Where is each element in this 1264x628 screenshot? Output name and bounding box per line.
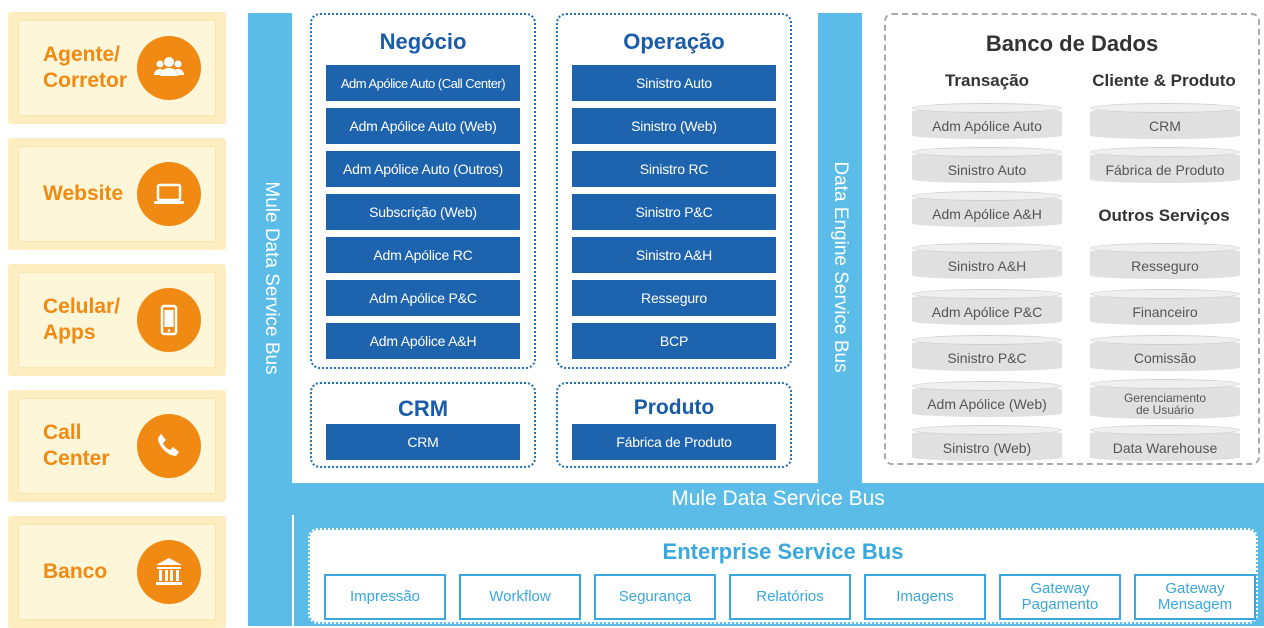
channel-agente-corretor: Agente/ Corretor xyxy=(8,12,226,124)
outros-servicos-title: Outros Serviços xyxy=(1098,206,1230,225)
bus-label: Data Engine Service Bus xyxy=(830,161,851,373)
mule-data-service-bus-vertical: Mule Data Service Bus xyxy=(248,13,292,626)
module-operacao: Operação Sinistro Auto Sinistro (Web) Si… xyxy=(556,13,792,369)
module-item: Subscrição (Web) xyxy=(326,194,520,230)
channel-label: Agente/ Corretor xyxy=(43,42,128,92)
module-produto: Produto Fábrica de Produto xyxy=(556,382,792,468)
module-item: Adm Apólice Auto (Outros) xyxy=(326,151,520,187)
module-negocio: Negócio Adm Apólice Auto (Call Center) A… xyxy=(310,13,536,369)
module-title: Produto xyxy=(633,396,715,419)
module-item: Sinistro RC xyxy=(572,151,776,187)
database-cylinder: CRM xyxy=(1090,103,1240,139)
database-cylinder: Sinistro Auto xyxy=(912,147,1062,183)
channel-label: Banco xyxy=(43,559,108,583)
database-cylinder: Adm Apólice (Web) xyxy=(912,381,1062,417)
module-crm: CRM CRM xyxy=(310,382,536,468)
module-item: Adm Apólice P&C xyxy=(326,280,520,316)
database-cylinder: Resseguro xyxy=(1090,243,1240,279)
module-item: Adm Apólice RC xyxy=(326,237,520,273)
channel-website: Website xyxy=(8,138,226,250)
module-item: Resseguro xyxy=(572,280,776,316)
module-item: Adm Apólice Auto (Call Center) xyxy=(326,65,520,101)
transacao-title: Transação xyxy=(944,71,1030,90)
phone-icon xyxy=(137,414,201,478)
smartphone-icon xyxy=(137,288,201,352)
esb-item-imagens: Imagens xyxy=(864,574,986,620)
esb-item-seguranca: Segurança xyxy=(594,574,716,620)
module-item: Adm Apólice A&H xyxy=(326,323,520,359)
module-item: Sinistro Auto xyxy=(572,65,776,101)
module-item: Sinistro P&C xyxy=(572,194,776,230)
database-cylinder: Fábrica de Produto xyxy=(1090,147,1240,183)
module-item: Adm Apólice Auto (Web) xyxy=(326,108,520,144)
esb-item-relatorios: Relatórios xyxy=(729,574,851,620)
database-cylinder: Sinistro A&H xyxy=(912,243,1062,279)
module-item: BCP xyxy=(572,323,776,359)
bus-label: Mule Data Service Bus xyxy=(261,181,282,375)
channel-call-center: Call Center xyxy=(8,390,226,502)
enterprise-service-bus: Enterprise Service Bus Impressão Workflo… xyxy=(308,528,1258,624)
esb-item-impressao: Impressão xyxy=(324,574,446,620)
database-cylinder: Gerenciamento de Usuário xyxy=(1090,379,1240,419)
database-area: Banco de Dados Transação Cliente & Produ… xyxy=(884,13,1260,465)
bus-label: Mule Data Service Bus xyxy=(671,487,885,510)
module-item: Sinistro (Web) xyxy=(572,108,776,144)
database-cylinder: Adm Apólice P&C xyxy=(912,289,1062,325)
esb-item-gateway-mensagem: Gateway Mensagem xyxy=(1134,574,1256,620)
database-cylinder: Financeiro xyxy=(1090,289,1240,325)
module-title: Negócio xyxy=(379,29,467,54)
channel-celular-apps: Celular/ Apps xyxy=(8,264,226,376)
module-title: CRM xyxy=(397,396,449,421)
database-cylinder: Adm Apólice Auto xyxy=(912,103,1062,139)
cliente-produto-title: Cliente & Produto xyxy=(1092,71,1236,90)
database-cylinder: Comissão xyxy=(1090,335,1240,371)
esb-item-gateway-pagamento: Gateway Pagamento xyxy=(999,574,1121,620)
channel-banco: Banco xyxy=(8,516,226,628)
database-cylinder: Data Warehouse xyxy=(1090,425,1240,461)
module-title: Operação xyxy=(623,29,725,54)
laptop-icon xyxy=(137,162,201,226)
bank-icon xyxy=(137,540,201,604)
database-cylinder: Sinistro P&C xyxy=(912,335,1062,371)
module-item: CRM xyxy=(326,424,520,460)
data-engine-service-bus-vertical: Data Engine Service Bus xyxy=(818,13,862,483)
channel-label: Website xyxy=(43,181,124,205)
esb-title: Enterprise Service Bus xyxy=(662,539,904,564)
channel-label: Call Center xyxy=(43,420,110,470)
database-cylinder: Adm Apólice A&H xyxy=(912,191,1062,227)
database-cylinder: Sinistro (Web) xyxy=(912,425,1062,461)
users-icon xyxy=(137,36,201,100)
channel-label: Celular/ Apps xyxy=(43,294,121,344)
module-item: Fábrica de Produto xyxy=(572,424,776,460)
esb-item-workflow: Workflow xyxy=(459,574,581,620)
module-item: Sinistro A&H xyxy=(572,237,776,273)
database-title: Banco de Dados xyxy=(985,31,1159,56)
mule-data-service-bus-horizontal: Mule Data Service Bus xyxy=(292,483,1264,515)
